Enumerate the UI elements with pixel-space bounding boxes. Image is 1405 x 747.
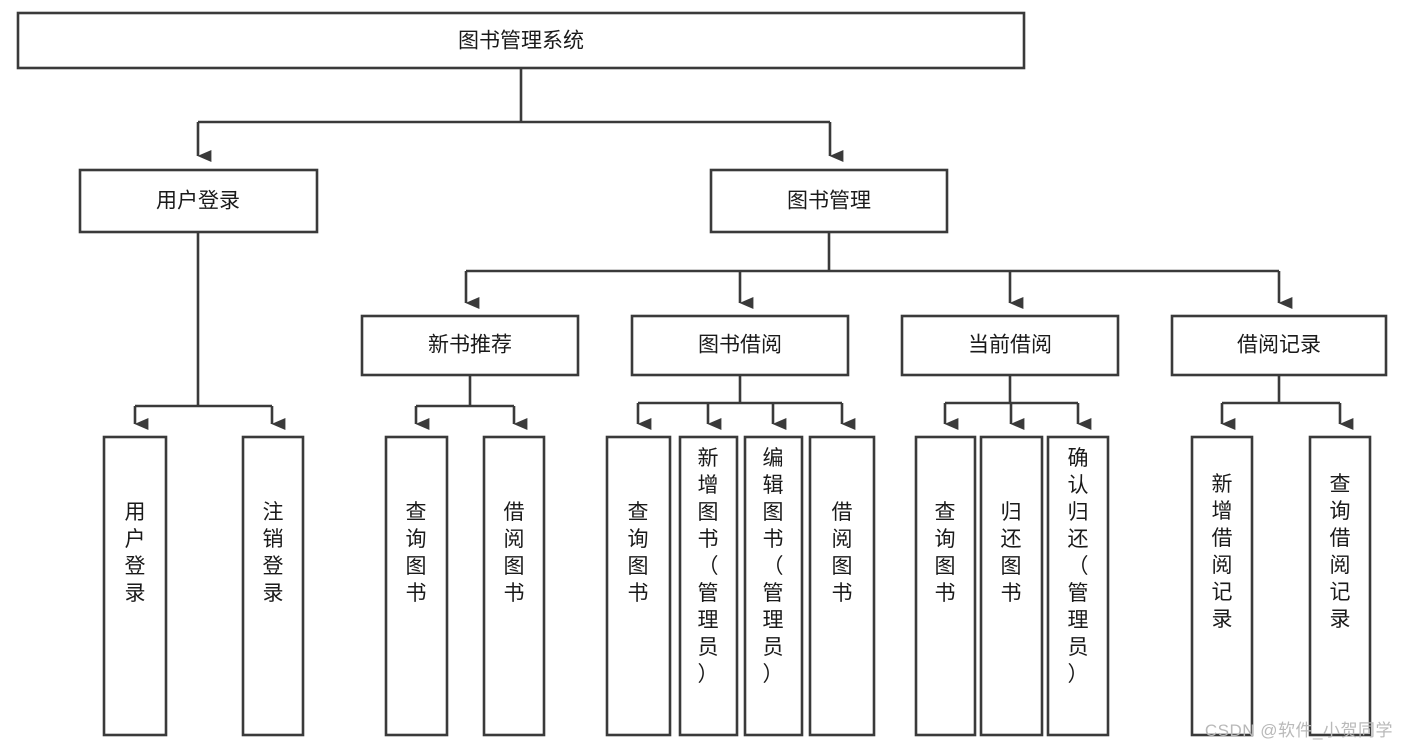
node-book-manage-rect[interactable] xyxy=(709,168,949,234)
node-leaf-user-login-label: 用户登录 xyxy=(125,501,146,605)
node-leaf-borrow-book-bor-rect[interactable] xyxy=(808,435,876,737)
node-borrow-record-rect[interactable] xyxy=(1170,314,1388,377)
node-leaf-return-book-label: 归还图书 xyxy=(1001,501,1022,605)
node-leaf-logout-rect[interactable] xyxy=(241,435,305,737)
node-user-login-label: 用户登录 xyxy=(156,190,240,213)
node-leaf-user-login-rect[interactable] xyxy=(102,435,168,737)
node-new-book-recommend-label: 新书推荐 xyxy=(428,334,512,357)
node-layer: 图书管理系统 用户登录 图书管理 新书推荐 图书借阅 xyxy=(16,11,1388,737)
node-leaf-query-book-rec[interactable]: 查询图书 xyxy=(384,435,449,737)
node-leaf-query-book-cur-rect[interactable] xyxy=(914,435,977,737)
node-leaf-borrow-book-bor-label: 借阅图书 xyxy=(832,501,853,605)
node-leaf-confirm-return-admin-rect[interactable] xyxy=(1046,435,1110,737)
node-leaf-borrow-book-bor[interactable]: 借阅图书 xyxy=(808,435,876,737)
node-leaf-add-record-label: 新增借阅记录 xyxy=(1212,473,1233,631)
node-leaf-query-record-label: 查询借阅记录 xyxy=(1330,473,1351,631)
node-leaf-query-record-rect[interactable] xyxy=(1308,435,1372,737)
node-leaf-borrow-book-rec-rect[interactable] xyxy=(482,435,546,737)
node-root[interactable]: 图书管理系统 xyxy=(16,11,1026,70)
node-leaf-add-book-admin-rect[interactable] xyxy=(678,435,739,737)
node-leaf-logout[interactable]: 注销登录 xyxy=(241,435,305,737)
node-leaf-return-book-rect[interactable] xyxy=(979,435,1044,737)
node-leaf-query-book-rec-rect[interactable] xyxy=(384,435,449,737)
node-root-rect[interactable] xyxy=(16,11,1026,70)
node-book-manage-label: 图书管理 xyxy=(787,190,871,213)
node-leaf-borrow-book-rec[interactable]: 借阅图书 xyxy=(482,435,546,737)
node-leaf-query-book-cur[interactable]: 查询图书 xyxy=(914,435,977,737)
node-leaf-confirm-return-admin-label: 确认归还（管理员） xyxy=(1068,447,1089,686)
node-leaf-add-record[interactable]: 新增借阅记录 xyxy=(1190,435,1254,737)
node-root-label: 图书管理系统 xyxy=(458,30,584,53)
node-leaf-return-book[interactable]: 归还图书 xyxy=(979,435,1044,737)
node-book-manage[interactable]: 图书管理 xyxy=(709,168,949,234)
node-leaf-edit-book-admin[interactable]: 编辑图书（管理员） xyxy=(743,435,804,737)
node-leaf-add-book-admin[interactable]: 新增图书（管理员） xyxy=(678,435,739,737)
node-leaf-query-book-rec-label: 查询图书 xyxy=(406,501,427,605)
node-user-login[interactable]: 用户登录 xyxy=(78,168,319,234)
node-book-borrow[interactable]: 图书借阅 xyxy=(630,314,850,377)
node-borrow-record[interactable]: 借阅记录 xyxy=(1170,314,1388,377)
node-current-borrow-rect[interactable] xyxy=(900,314,1120,377)
node-leaf-edit-book-admin-label: 编辑图书（管理员） xyxy=(763,447,784,686)
node-leaf-query-book-cur-label: 查询图书 xyxy=(935,501,956,605)
node-leaf-add-book-admin-label: 新增图书（管理员） xyxy=(698,447,719,686)
node-leaf-logout-label: 注销登录 xyxy=(263,501,284,605)
node-leaf-query-book-bor-label: 查询图书 xyxy=(628,501,649,605)
node-book-borrow-rect[interactable] xyxy=(630,314,850,377)
node-leaf-query-book-bor[interactable]: 查询图书 xyxy=(605,435,672,737)
node-new-book-recommend-rect[interactable] xyxy=(360,314,580,377)
node-new-book-recommend[interactable]: 新书推荐 xyxy=(360,314,580,377)
node-user-login-rect[interactable] xyxy=(78,168,319,234)
node-leaf-query-book-bor-rect[interactable] xyxy=(605,435,672,737)
node-leaf-borrow-book-rec-label: 借阅图书 xyxy=(504,501,525,605)
node-current-borrow-label: 当前借阅 xyxy=(968,334,1052,357)
node-leaf-add-record-rect[interactable] xyxy=(1190,435,1254,737)
connector-layer xyxy=(133,68,1354,430)
node-borrow-record-label: 借阅记录 xyxy=(1237,334,1321,357)
node-current-borrow[interactable]: 当前借阅 xyxy=(900,314,1120,377)
node-leaf-query-record[interactable]: 查询借阅记录 xyxy=(1308,435,1372,737)
node-book-borrow-label: 图书借阅 xyxy=(698,334,782,357)
node-leaf-confirm-return-admin[interactable]: 确认归还（管理员） xyxy=(1046,435,1110,737)
node-leaf-user-login[interactable]: 用户登录 xyxy=(102,435,168,737)
node-leaf-edit-book-admin-rect[interactable] xyxy=(743,435,804,737)
